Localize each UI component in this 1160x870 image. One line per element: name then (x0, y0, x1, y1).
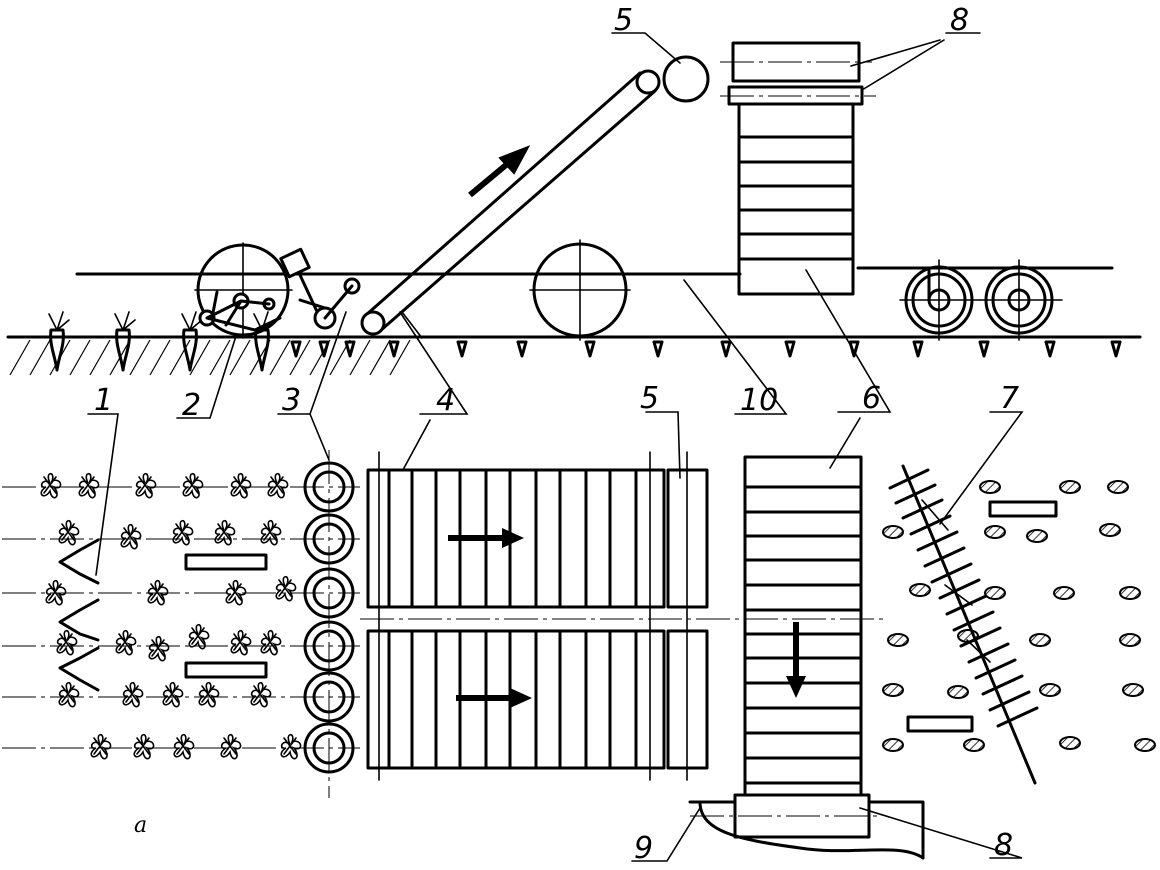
topped-beets (290, 340, 1122, 358)
windrow-spine (888, 464, 1039, 785)
figure-sublabel: а (134, 813, 147, 838)
elevation-view (6, 41, 1142, 376)
callout-3: 3 (282, 383, 301, 418)
plan-view (2, 450, 1156, 860)
callout-7: 7 (1000, 381, 1019, 416)
rear-wheels (899, 259, 1063, 341)
callout-labels: 1 2 3 4 5 5 6 7 8 8 9 10 а (94, 3, 1019, 866)
callout-8-top: 8 (950, 3, 969, 38)
topper-knives-1 (58, 538, 268, 692)
transport-cart-9 (688, 800, 925, 860)
beets-with-tops (48, 311, 275, 372)
callout-10: 10 (740, 383, 778, 418)
callout-5-plan: 5 (640, 381, 659, 416)
callout-9: 9 (634, 831, 653, 866)
plan-conveyor-4 (366, 451, 666, 781)
cleaning-roller-5 (662, 55, 710, 103)
callout-5-top: 5 (614, 3, 633, 38)
plan-rollers-5 (666, 451, 709, 781)
callout-6: 6 (862, 381, 881, 416)
elevator-direction-arrow (468, 157, 514, 198)
bunker-conveyor-6 (720, 41, 876, 296)
beet-tops-rows (40, 472, 302, 760)
callout-8-bottom: 8 (994, 828, 1013, 863)
callout-4: 4 (436, 383, 455, 418)
stones-field-7 (882, 480, 1156, 752)
callout-2: 2 (182, 388, 201, 423)
leader-lines (87, 32, 1024, 862)
plan-bunker-conveyor-6 (690, 455, 880, 839)
inclined-elevator-4 (360, 69, 661, 339)
topping-mechanism-2 (198, 247, 361, 332)
callout-1: 1 (94, 383, 113, 418)
